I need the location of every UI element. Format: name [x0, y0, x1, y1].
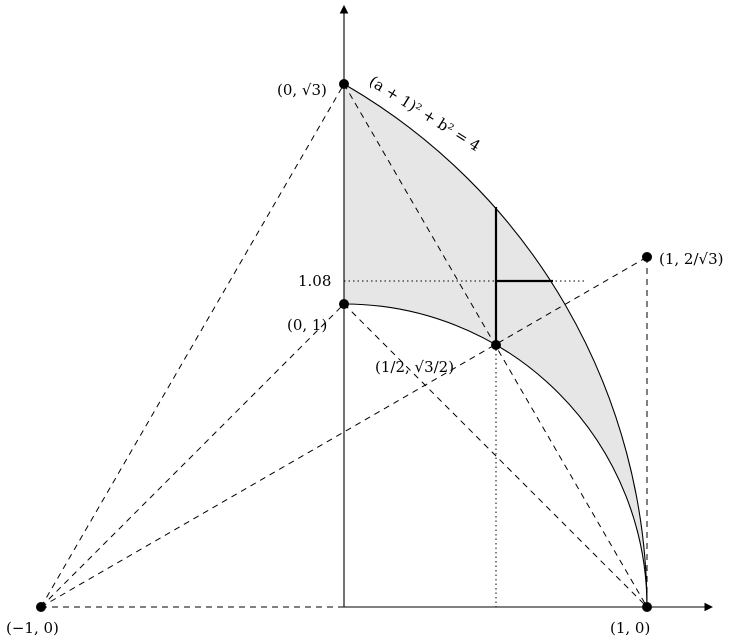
shaded-region [344, 84, 647, 607]
point-m1-0 [36, 602, 46, 612]
label-1-0: (1, 0) [610, 619, 650, 637]
point-0-sqrt3 [339, 79, 349, 89]
label-0-sqrt3: (0, √3) [277, 81, 327, 99]
outer-arc [343, 83, 648, 608]
thick-segments [494, 207, 553, 345]
label-0-1: (0, 1) [287, 316, 327, 334]
point-0-1 [339, 299, 349, 309]
points [36, 79, 652, 612]
label-half: (1/2, √3/2) [375, 358, 454, 376]
label-m1-0: (−1, 0) [6, 619, 59, 637]
label-y-108: 1.08 [298, 272, 331, 290]
point-1-0 [642, 602, 652, 612]
point-half [491, 340, 501, 350]
label-1-2sqrt3: (1, 2/√3) [659, 250, 723, 268]
point-1-2sqrt3 [642, 252, 652, 262]
inner-arc [343, 303, 648, 608]
dotted-guides [344, 280, 584, 607]
